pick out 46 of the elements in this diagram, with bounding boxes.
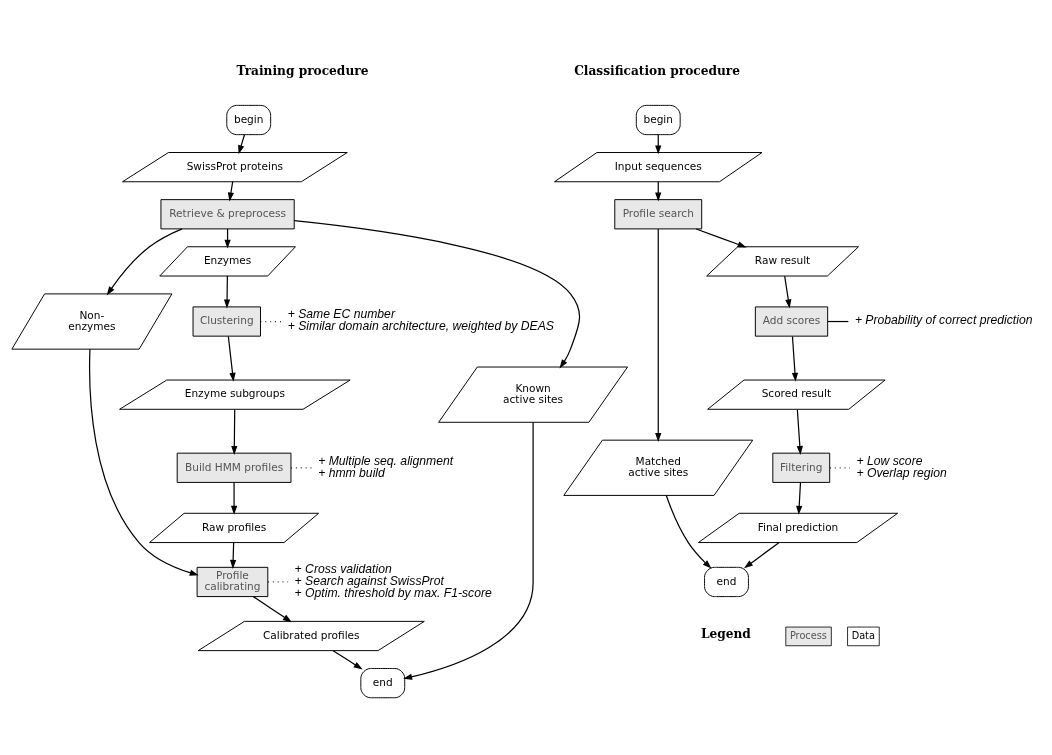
arrow [665,494,712,569]
node-text: + Low score + Overlap region [856,453,947,480]
label: Classification procedure [574,63,740,78]
connector [829,466,851,468]
arrow [252,595,292,622]
arrow [238,133,246,154]
arrow [293,219,581,368]
connector [827,320,849,322]
arrow [230,481,238,515]
legend-label: Process [789,629,827,641]
node-box: Add scores [754,305,829,337]
node-box: end [704,566,749,597]
label: Training procedure [236,63,369,78]
arrow [796,481,803,515]
node-text: + Same EC number + Similar domain architecture, weighted by DEAS [287,306,554,333]
arrow [791,335,799,382]
arrow [229,541,237,569]
arrow [106,227,183,295]
arrow [332,649,363,669]
label: Legend [700,626,751,641]
node-box: Build HMM profiles [176,452,292,483]
node-box: Clustering [192,305,261,337]
node-box: Profile calibrating [196,566,269,597]
arrow [695,227,747,247]
node-text: + Probability of correct prediction [854,312,1033,327]
node-box: Profile search [614,198,703,229]
node-box: Filtering [772,452,831,483]
node-text: + Multiple seq. alignment + hmm build [318,453,454,480]
node-text: + Cross validation + Search against SwissProt + Optim. threshold by max. F1-score [294,561,492,600]
node-box: Retrieve & preprocess [160,198,295,229]
arrow [744,541,780,568]
arrow [223,274,231,308]
connector [290,466,313,468]
arrow [89,348,199,576]
node-box: end [360,667,406,698]
legend-label: Data [851,629,875,641]
arrow [655,227,662,442]
arrow [231,408,238,455]
arrow [403,421,534,680]
node-box: begin [635,104,681,135]
connector [267,580,289,583]
arrow [227,335,236,382]
arrow [796,408,803,455]
arrow [784,274,792,308]
node-box: begin [226,104,272,135]
arrow [227,180,235,201]
